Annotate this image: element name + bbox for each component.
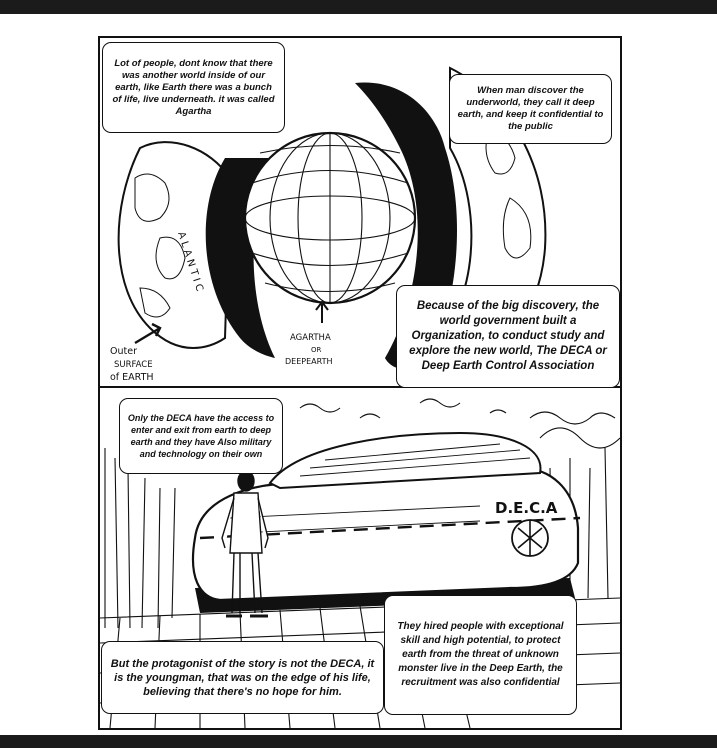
caption-deca-access: Only the DECA have the access to enter a… — [119, 398, 283, 474]
caption-deca-access-text: Only the DECA have the access to enter a… — [127, 413, 275, 459]
outer-label-line2: SURFACE — [114, 360, 153, 370]
vehicle-deca-text: D.E.C.A — [495, 499, 558, 517]
caption-protagonist-text: But the protagonist of the story is not … — [110, 657, 375, 698]
outer-label-line3: of EARTH — [110, 372, 154, 383]
caption-recruitment: They hired people with exceptional skill… — [384, 595, 577, 715]
caption-deca-organization: Because of the big discovery, the world … — [396, 285, 620, 388]
agartha-label-line3: DEEPEARTH — [285, 357, 333, 366]
outer-label-line1: Outer — [110, 346, 137, 357]
caption-deep-earth-text: When man discover the underworld, they c… — [457, 85, 604, 132]
deca-vehicle-drawing: D.E.C.A — [100, 398, 620, 728]
agartha-label-line1: AGARTHA — [290, 333, 331, 343]
top-border — [0, 0, 717, 14]
caption-deca-organization-text: Because of the big discovery, the world … — [409, 300, 607, 372]
caption-protagonist: But the protagonist of the story is not … — [101, 641, 384, 714]
bottom-border — [0, 735, 717, 748]
caption-agartha-text: Lot of people, dont know that there was … — [112, 57, 275, 117]
agartha-label-line2: OR — [311, 346, 322, 354]
comic-page: A L A N T I C Outer SURFACE of EARTH AGA… — [0, 14, 717, 735]
caption-deep-earth: When man discover the underworld, they c… — [449, 74, 612, 144]
caption-recruitment-text: They hired people with exceptional skill… — [397, 621, 564, 688]
caption-agartha: Lot of people, dont know that there was … — [102, 42, 285, 133]
